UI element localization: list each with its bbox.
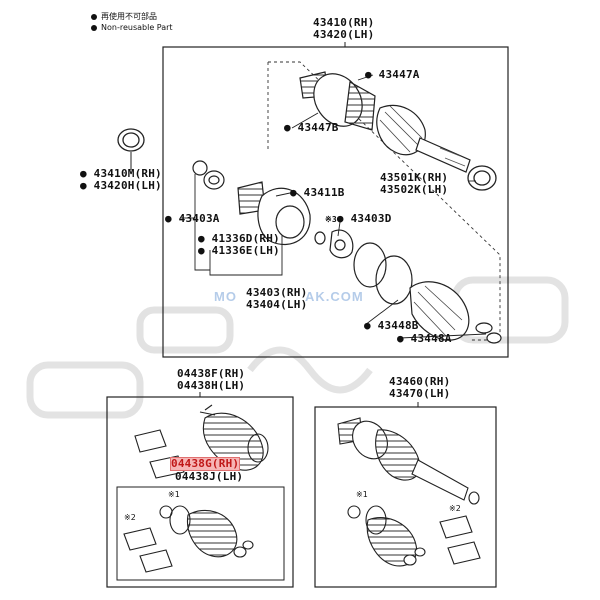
part-43420h-lh[interactable]: ● 43420H(LH) bbox=[80, 179, 162, 192]
part-41336e-lh[interactable]: ● 41336E(LH) bbox=[198, 244, 280, 257]
part-43420-lh[interactable]: 43420(LH) bbox=[313, 28, 375, 41]
part-43411b[interactable]: ● 43411B bbox=[290, 186, 345, 199]
leader-lines bbox=[180, 74, 487, 339]
part-43410-rh[interactable]: 43410(RH) bbox=[313, 16, 375, 29]
kit-left-note-1: ※1 bbox=[168, 490, 180, 499]
part-43403a[interactable]: ● 43403A bbox=[165, 212, 220, 225]
part-43502k-lh[interactable]: 43502K(LH) bbox=[380, 183, 449, 196]
part-04438h-lh[interactable]: 04438H(LH) bbox=[177, 379, 246, 392]
kit-left-note-2: ※2 bbox=[124, 513, 136, 522]
legend-bullet-en bbox=[91, 25, 97, 31]
watermark-left: MO bbox=[214, 289, 237, 304]
part-04438f-rh[interactable]: 04438F(RH) bbox=[177, 367, 246, 380]
part-41336d-rh[interactable]: ● 41336D(RH) bbox=[198, 232, 280, 245]
part-43404-lh[interactable]: 43404(LH) bbox=[246, 298, 308, 311]
legend-bullet-jp bbox=[91, 14, 97, 20]
part-43501k-rh[interactable]: 43501K(RH) bbox=[380, 171, 449, 184]
outer-cv-joint bbox=[299, 71, 471, 173]
kit-right-parts bbox=[337, 417, 481, 567]
part-43447b[interactable]: ● 43447B bbox=[284, 121, 339, 134]
part-04438j-lh[interactable]: 04438J(LH) bbox=[175, 470, 244, 483]
left-seal bbox=[117, 128, 145, 152]
dust-seal-ring bbox=[467, 165, 497, 191]
part-04438g-rh-highlighted[interactable]: 04438G(RH) bbox=[169, 457, 241, 471]
part-43470-lh[interactable]: 43470(LH) bbox=[389, 387, 451, 400]
kit-left-frame bbox=[106, 396, 294, 588]
kit-left-inner-frame bbox=[116, 486, 285, 581]
watermark-shapes bbox=[26, 276, 569, 419]
part-43448a[interactable]: ● 43448A bbox=[397, 332, 452, 345]
part-43448b[interactable]: ● 43448B bbox=[364, 319, 419, 332]
kit-right-note-2: ※2 bbox=[449, 504, 461, 513]
part-43460-rh[interactable]: 43460(RH) bbox=[389, 375, 451, 388]
part-43410m-rh[interactable]: ● 43410M(RH) bbox=[80, 167, 162, 180]
legend-nonreusable-en: Non-reusable Part bbox=[101, 23, 173, 32]
kit-right-note-1: ※1 bbox=[356, 490, 368, 499]
assembly-frame bbox=[162, 46, 509, 358]
part-43403d[interactable]: ※3● 43403D bbox=[325, 212, 392, 225]
inner-boot bbox=[353, 242, 502, 344]
inner-joint-parts bbox=[192, 160, 354, 259]
part-43403-rh[interactable]: 43403(RH) bbox=[246, 286, 308, 299]
kit-right-frame bbox=[314, 406, 497, 588]
kit-left-parts bbox=[123, 404, 269, 573]
legend-nonreusable-jp: 再使用不可部品 bbox=[101, 12, 157, 21]
watermark-right: AK.COM bbox=[305, 289, 364, 304]
part-43447a[interactable]: ● 43447A bbox=[365, 68, 420, 81]
